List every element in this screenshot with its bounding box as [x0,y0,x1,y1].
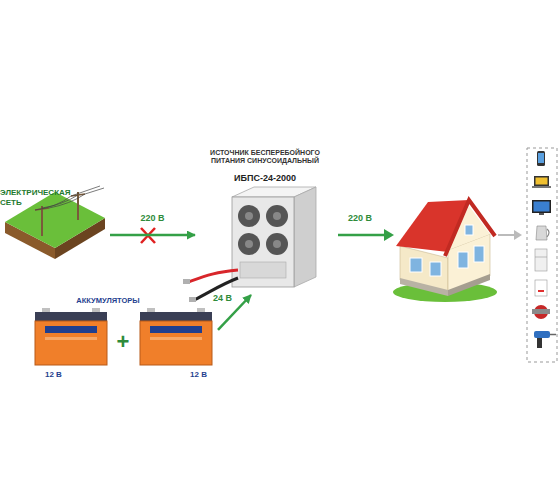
fan [266,205,288,227]
cable-clamp [189,297,196,302]
stone-base [400,278,448,296]
fan-hub [273,212,281,220]
load-arrow-head [514,230,522,240]
phone-screen [538,153,544,163]
appliance-bracket [527,148,557,362]
battery-label-strip [150,326,202,333]
boiler-indicator [538,290,544,292]
cable-clamp [183,279,190,284]
battery-terminal [197,308,205,312]
tv-screen [534,202,550,212]
tv-stand [539,213,544,215]
battery: 12 В [140,312,212,384]
laptop-icon [534,176,549,186]
battery: 12 В [35,312,107,384]
window [430,262,441,276]
cross-stroke [141,228,155,243]
output-arrow-head [384,229,394,241]
power-grid: ЭЛЕКТРИЧЕСКАЯ СЕТЬ [0,185,110,265]
fridge-icon [535,249,547,271]
battery-heading: АККУМУЛЯТОРЫ [48,296,168,305]
fan-hub [273,240,281,248]
ups-model: ИБПС-24-2000 [200,173,330,184]
power-pole [41,206,43,236]
window [465,225,473,235]
kettle-icon [536,226,547,240]
battery-stripe [45,337,97,340]
ups-title: ИСТОЧНИК БЕСПЕРЕБОЙНОГО ПИТАНИЯ СИНУСОИД… [200,149,330,166]
power-wire [71,186,104,196]
battery-illustration [35,308,212,365]
fan [238,233,260,255]
battery-terminal [147,308,155,312]
battery-label-strip [45,326,97,333]
load-arrow-line [498,234,514,236]
laptop-screen [536,178,548,185]
fan-hub [245,212,253,220]
pump-pipe [532,309,550,314]
stone-base [448,274,490,296]
house-illustration [393,200,497,302]
kettle-handle [547,229,549,237]
battery-lid [140,312,212,321]
battery-terminal [42,308,50,312]
cross-stroke [141,228,155,243]
power-pole [77,192,79,220]
laptop-base [532,186,551,188]
power-arrow [110,234,195,237]
battery-stripe [150,337,202,340]
battery-lid [35,312,107,321]
tv-icon [532,200,551,213]
battery-terminal [92,308,100,312]
blocked-cross [141,228,155,243]
fan [238,205,260,227]
boiler-icon [535,280,547,296]
battery-voltage: 12 В [45,370,95,380]
window [410,258,422,272]
grid-label: ЭЛЕКТРИЧЕСКАЯ СЕТЬ [0,188,75,207]
battery-body [140,321,212,365]
ups-illustration [183,187,316,302]
drill-handle [537,338,542,348]
roof-edge [445,200,495,256]
fridge-door-line [535,257,547,258]
ups-vent [240,262,286,278]
appliance-icons [532,151,556,348]
ups-front [232,197,294,287]
window [474,246,484,262]
fan [266,233,288,255]
battery-voltage: 12 В [152,370,207,380]
phone-icon [537,151,545,166]
edge-label: 24 В [213,293,232,303]
ups-unit: ИСТОЧНИК БЕСПЕРЕБОЙНОГО ПИТАНИЯ СИНУСОИД… [195,145,335,295]
fan-hub [245,240,253,248]
edge-label: 220 В [140,213,164,223]
ups-side [294,187,316,287]
voltage-label: 220 В [348,213,372,223]
drill-icon [534,331,550,338]
battery-body [35,321,107,365]
output-arrow-line [338,234,384,237]
drill-bit [550,334,556,336]
window [458,252,468,268]
plus-sign: + [117,329,130,355]
